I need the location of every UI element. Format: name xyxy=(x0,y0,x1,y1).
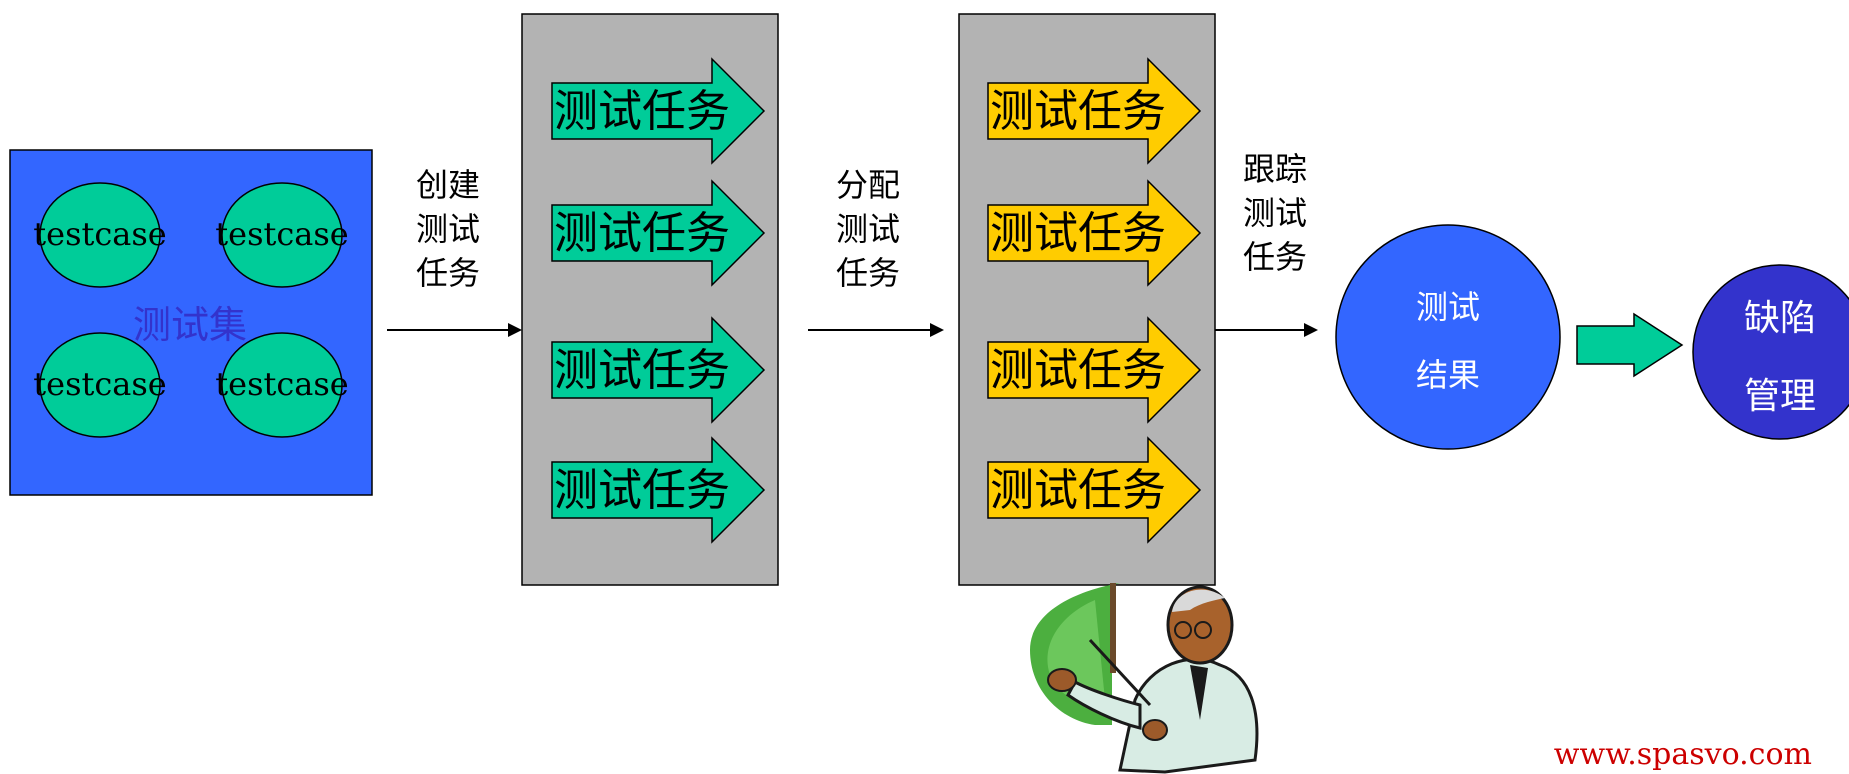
presenter-clipart-icon xyxy=(1030,583,1259,774)
defect-text: 管理 xyxy=(1744,376,1816,417)
task-arrow: 测试任务 xyxy=(987,316,1202,424)
task-label: 测试任务 xyxy=(554,86,730,137)
task-arrow: 测试任务 xyxy=(987,436,1202,544)
task-label: 测试任务 xyxy=(554,465,730,516)
task-arrow-shape xyxy=(987,316,1202,424)
testcase-1: testcase xyxy=(33,182,167,288)
step-track-label: 跟踪 测试 任务 xyxy=(1243,150,1307,276)
task-arrow-shape xyxy=(551,179,766,287)
connector-arrow-3 xyxy=(1215,323,1318,337)
task-label: 测试任务 xyxy=(554,208,730,259)
task-arrow: 测试任务 xyxy=(987,179,1202,287)
testcase-label: testcase xyxy=(215,365,348,403)
step-text: 测试 xyxy=(836,210,900,248)
testcase-3: testcase xyxy=(33,332,167,438)
step-text: 任务 xyxy=(836,254,900,292)
test-set-label: 测试集 xyxy=(133,303,247,347)
step-text: 任务 xyxy=(1243,238,1307,276)
task-arrow-shape xyxy=(987,57,1202,165)
test-result: 测试 结果 xyxy=(1335,224,1561,450)
task-arrow: 测试任务 xyxy=(551,316,766,424)
task-arrow: 测试任务 xyxy=(551,436,766,544)
task-label: 测试任务 xyxy=(990,465,1166,516)
step-text: 测试 xyxy=(1243,194,1307,232)
task-label: 测试任务 xyxy=(990,86,1166,137)
step-text: 任务 xyxy=(416,254,480,292)
task-arrow: 测试任务 xyxy=(551,179,766,287)
testcase-2: testcase xyxy=(215,182,349,288)
step-assign-label: 分配 测试 任务 xyxy=(836,166,900,292)
step-text: 创建 xyxy=(416,166,480,204)
task-label: 测试任务 xyxy=(990,208,1166,259)
task-arrow-shape xyxy=(987,179,1202,287)
task-arrow: 测试任务 xyxy=(987,57,1202,165)
result-text: 结果 xyxy=(1416,356,1480,394)
defect-management: 缺陷 管理 xyxy=(1692,264,1849,440)
result-text: 测试 xyxy=(1416,288,1480,326)
testcase-label: testcase xyxy=(33,215,166,253)
block-arrow-icon xyxy=(1576,312,1684,378)
task-label: 测试任务 xyxy=(990,345,1166,396)
task-arrow: 测试任务 xyxy=(551,57,766,165)
defect-text: 缺陷 xyxy=(1744,298,1816,339)
task-arrow-shape xyxy=(551,316,766,424)
task-arrow-shape xyxy=(551,57,766,165)
task-arrow-shape xyxy=(987,436,1202,544)
testcase-4: testcase xyxy=(215,332,349,438)
connector-arrow-1 xyxy=(387,323,522,337)
testcase-label: testcase xyxy=(33,365,166,403)
task-arrow-shape xyxy=(551,436,766,544)
testcase-label: testcase xyxy=(215,215,348,253)
step-text: 跟踪 xyxy=(1243,150,1307,188)
test-set: testcase testcase testcase testcase 测试集 xyxy=(9,149,373,496)
footer-url: www.spasvo.com xyxy=(1554,737,1812,772)
step-text: 分配 xyxy=(836,166,900,204)
step-text: 测试 xyxy=(416,210,480,248)
task-label: 测试任务 xyxy=(554,345,730,396)
connector-arrow-2 xyxy=(808,323,944,337)
step-create-label: 创建 测试 任务 xyxy=(416,166,480,292)
